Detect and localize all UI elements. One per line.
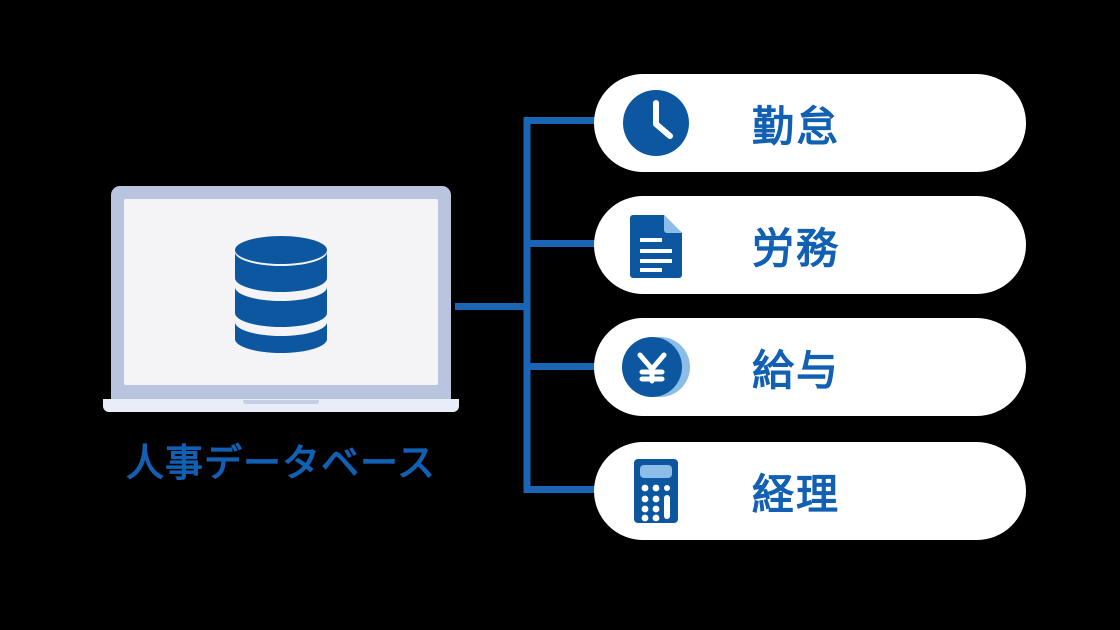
hr-database-laptop [103,186,459,418]
calculator-icon [622,457,690,525]
module-card-label: 経理 [752,470,841,518]
module-card-attendance[interactable]: 勤怠 [594,74,1026,172]
module-card-payroll[interactable]: 給与 [594,318,1026,416]
yen-coin-icon [622,333,690,401]
module-card-labor[interactable]: 労務 [594,196,1026,294]
footnote-text [285,520,705,590]
document-icon [622,211,690,279]
module-card-accounting[interactable]: 経理 [594,442,1026,540]
module-card-label: 労務 [752,224,841,272]
module-card-label: 給与 [752,346,841,394]
database-cylinder-icon [233,235,329,353]
laptop-base [103,399,459,412]
module-card-label: 勤怠 [752,102,841,150]
clock-icon [622,89,690,157]
hr-database-caption: 人事データベース [125,443,437,485]
laptop-trackpad [243,400,319,404]
